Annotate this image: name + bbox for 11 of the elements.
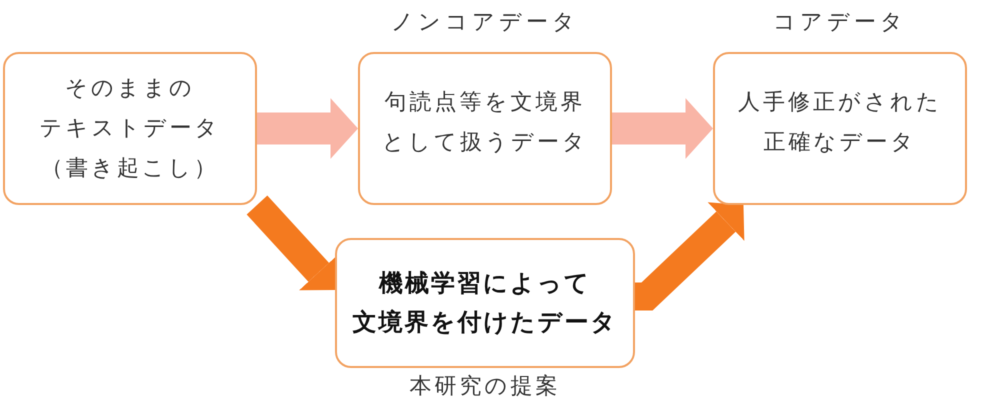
heading-text: コアデータ: [773, 9, 907, 37]
block-arrow: [612, 98, 714, 159]
box-text: 人手修正がされた正確なデータ: [738, 88, 942, 156]
caption-text: 本研究の提案: [410, 373, 560, 401]
box-text: そのままのテキストデータ（書き起こし）: [40, 74, 220, 182]
box-text: 句読点等を文境界として扱うデータ: [382, 88, 588, 156]
box-text: 機械学習によって文境界を付けたデータ: [352, 268, 618, 338]
block-arrow: [633, 202, 744, 310]
heading-text: ノンコアデータ: [391, 9, 579, 37]
rounded-box: [3, 52, 257, 205]
block-arrow: [257, 98, 358, 159]
